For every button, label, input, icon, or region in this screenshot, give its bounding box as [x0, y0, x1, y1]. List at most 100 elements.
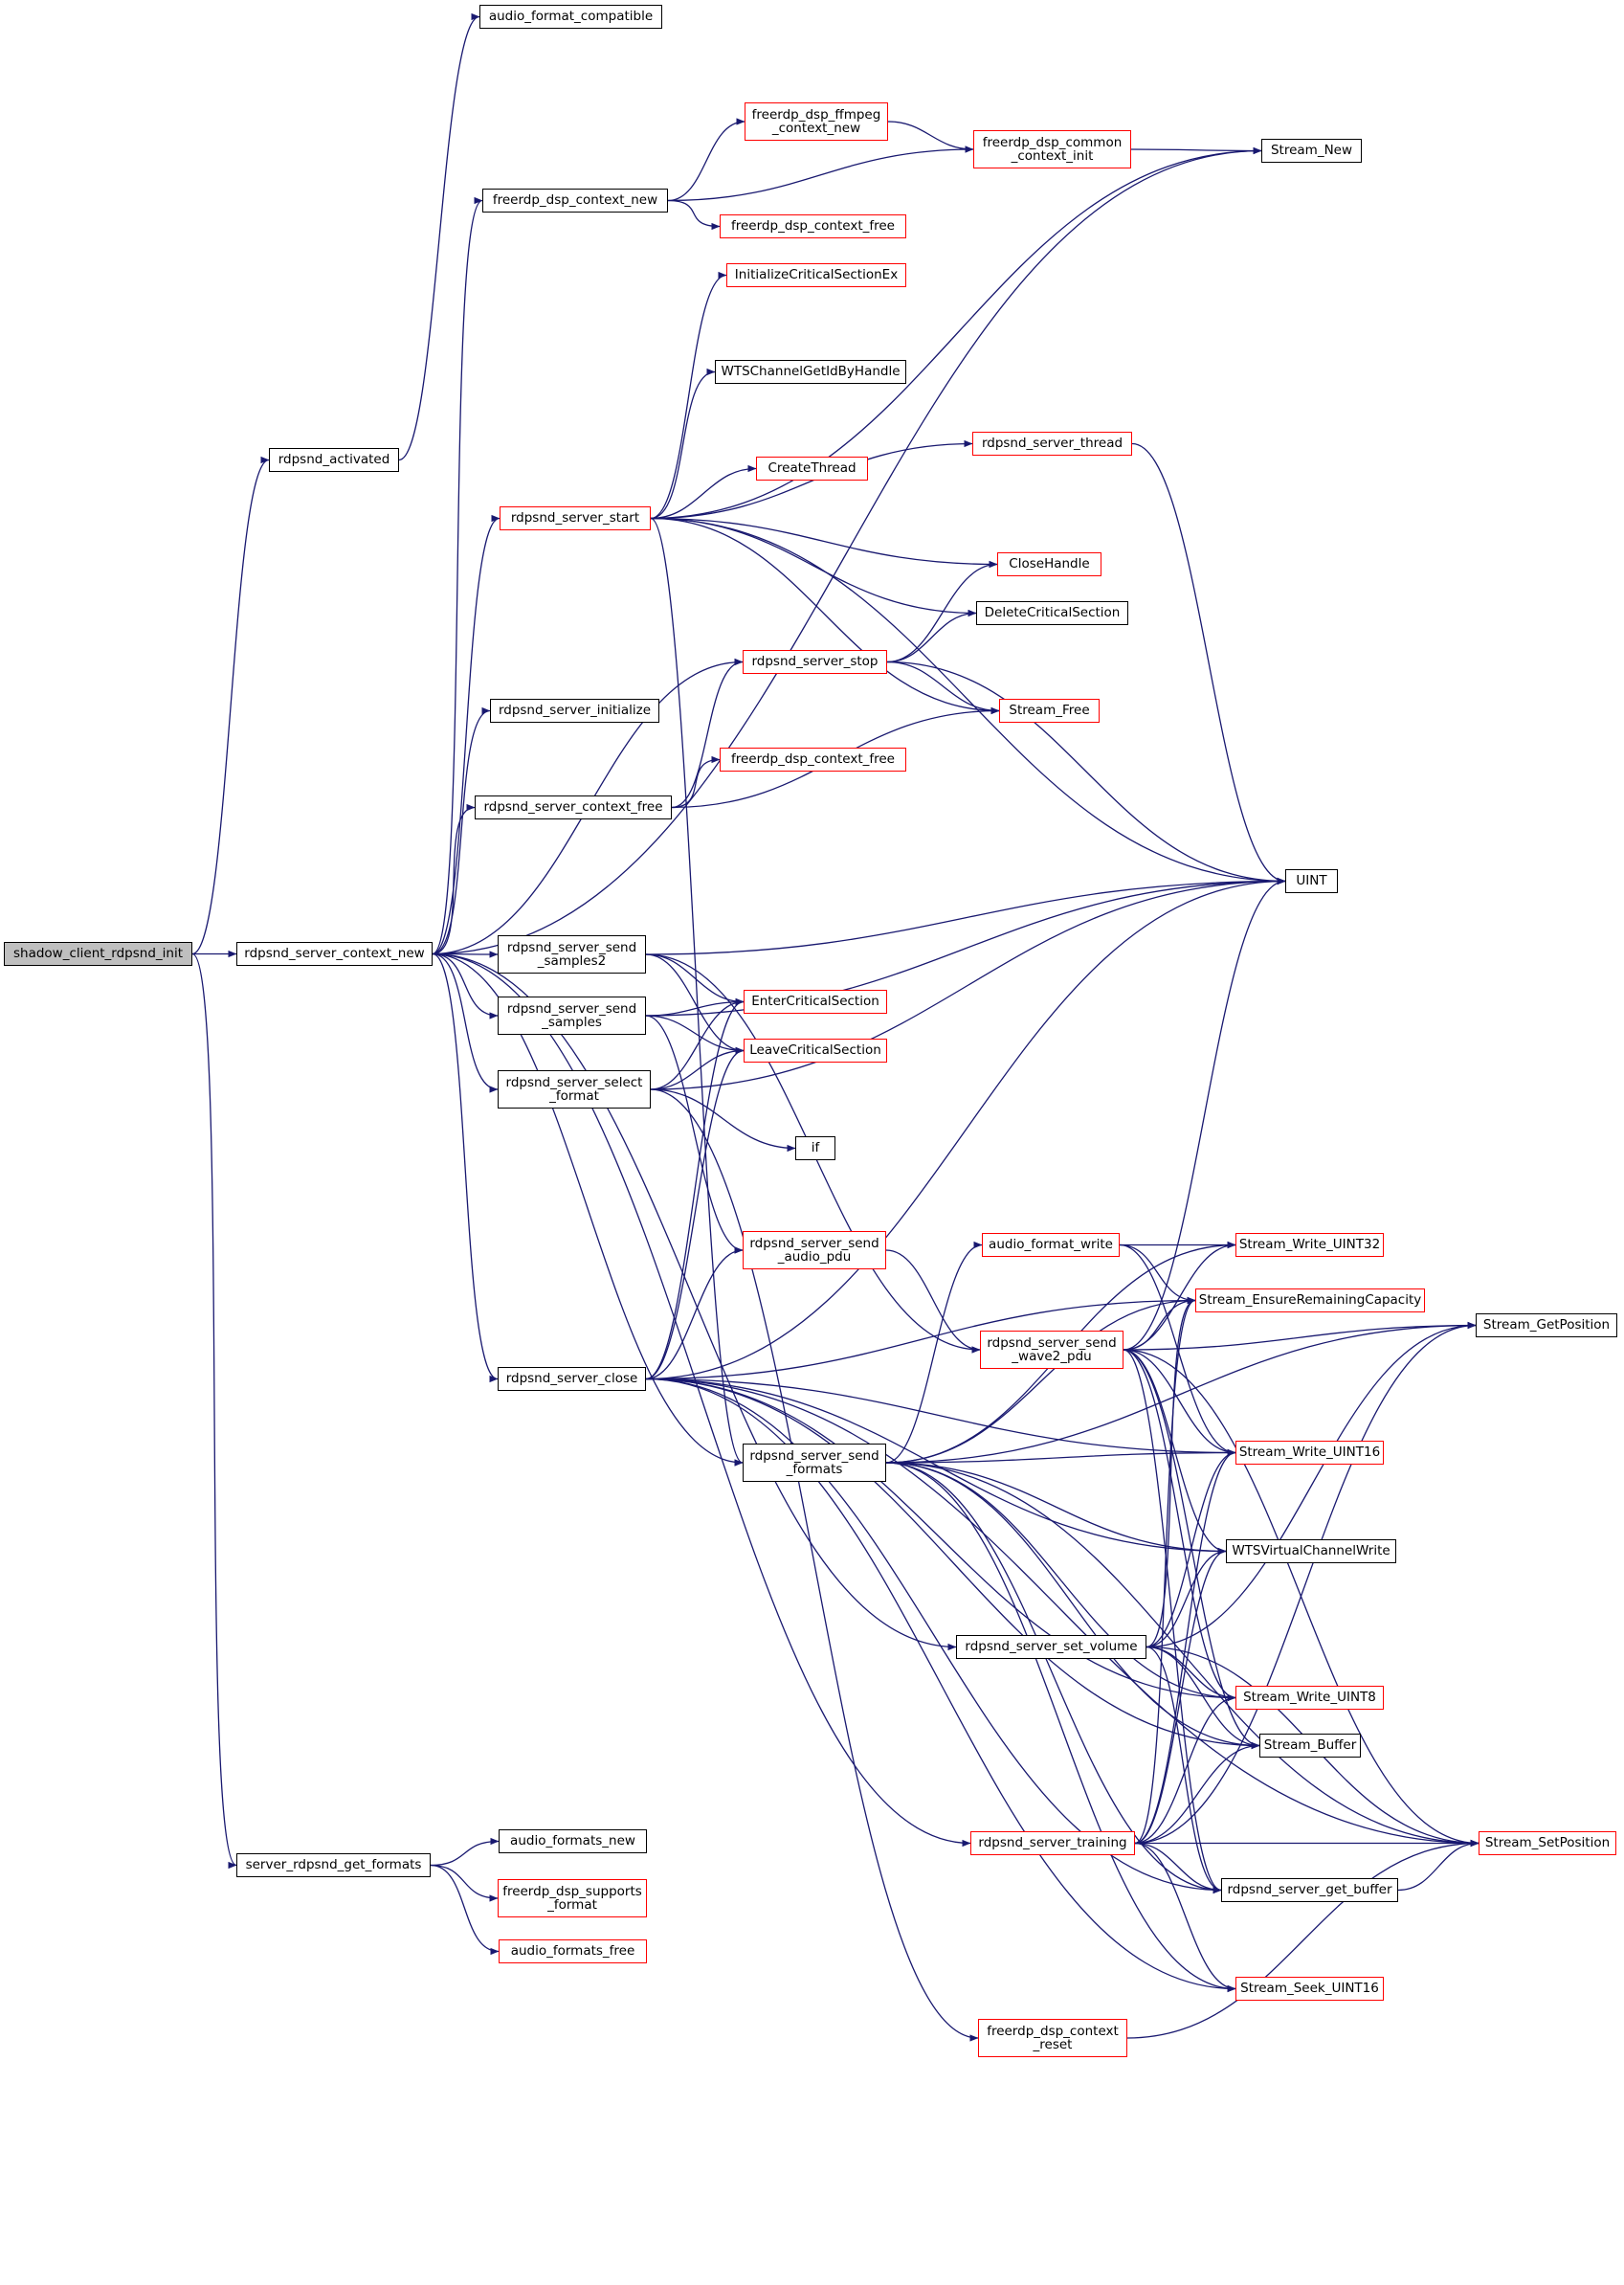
edge-send_samples2-to-enter_critical_section: [645, 953, 745, 1006]
node-rdpsnd-server-send-audio-pdu[interactable]: rdpsnd_server_send _audio_pdu: [743, 1231, 886, 1269]
node-rdpsnd-server-send-formats[interactable]: rdpsnd_server_send _formats: [743, 1444, 886, 1482]
node-delete-critical-section[interactable]: DeleteCriticalSection: [976, 601, 1128, 625]
node-label: DeleteCriticalSection: [984, 605, 1121, 621]
node-rdpsnd-server-context-new[interactable]: rdpsnd_server_context_new: [236, 942, 433, 966]
node-create-thread[interactable]: CreateThread: [756, 457, 868, 481]
node-label: rdpsnd_server_get_buffer: [1227, 1882, 1392, 1898]
node-label: rdpsnd_server_context_free: [483, 799, 663, 816]
node-close-handle[interactable]: CloseHandle: [997, 552, 1101, 576]
node-label: freerdp_dsp_context_free: [731, 751, 895, 768]
edge-server_context_free-to-dsp_context_free_b: [671, 755, 721, 809]
node-initialize-critical-section-ex[interactable]: InitializeCriticalSectionEx: [726, 263, 906, 287]
node-label: Stream_Seek_UINT16: [1240, 1981, 1379, 1997]
node-rdpsnd-server-initialize[interactable]: rdpsnd_server_initialize: [490, 699, 659, 723]
edge-send_formats-to-audio_format_write: [885, 1241, 983, 1464]
edge-send_formats-to-stream_write_uint16: [885, 1448, 1236, 1464]
node-rdpsnd-server-thread[interactable]: rdpsnd_server_thread: [972, 432, 1132, 456]
edge-server_close-to-uint: [645, 877, 1286, 1380]
node-audio-format-write[interactable]: audio_format_write: [982, 1233, 1120, 1257]
node-rdpsnd-server-get-buffer[interactable]: rdpsnd_server_get_buffer: [1221, 1878, 1398, 1902]
edge-select_format-to-if_node: [650, 1088, 796, 1153]
edge-select_format-to-uint: [650, 877, 1286, 1090]
node-stream-get-position[interactable]: Stream_GetPosition: [1476, 1313, 1617, 1337]
node-rdpsnd-server-context-free[interactable]: rdpsnd_server_context_free: [475, 795, 672, 819]
edge-server_context_free-to-server_stop: [671, 658, 744, 809]
edge-send_formats-to-stream_seek_uint16: [885, 1462, 1236, 1993]
node-stream-write-uint32[interactable]: Stream_Write_UINT32: [1235, 1233, 1384, 1257]
edge-send_wave2_pdu-to-stream_get_position: [1123, 1321, 1477, 1351]
edge-select_format-to-dsp_context_reset: [650, 1088, 979, 2042]
edge-server_close-to-get_buffer: [645, 1378, 1222, 1894]
edge-ffmpeg_context_new-to-dsp_common_context_init: [887, 121, 974, 153]
edge-server_context_new-to-server_close: [432, 952, 499, 1383]
node-audio-formats-free[interactable]: audio_formats_free: [499, 1939, 647, 1963]
node-rdpsnd-server-set-volume[interactable]: rdpsnd_server_set_volume: [956, 1635, 1146, 1659]
edge-send_audio_pdu-to-send_wave2_pdu: [885, 1249, 981, 1354]
edge-dsp_common_context_init-to-stream_new: [1130, 146, 1262, 155]
edge-server_start-to-stream_new: [650, 146, 1262, 520]
edge-server_close-to-stream_buffer: [645, 1378, 1260, 1750]
node-stream-new[interactable]: Stream_New: [1261, 139, 1362, 163]
node-label: rdpsnd_server_training: [978, 1835, 1127, 1851]
node-freerdp-dsp-common-context-init[interactable]: freerdp_dsp_common _context_init: [973, 130, 1131, 168]
node-label: Stream_Write_UINT16: [1238, 1445, 1381, 1461]
node-rdpsnd-server-training[interactable]: rdpsnd_server_training: [970, 1831, 1135, 1855]
node-label: freerdp_dsp_context_new: [492, 192, 658, 209]
node-freerdp-dsp-context-free[interactable]: freerdp_dsp_context_free: [720, 214, 906, 238]
node-stream-write-uint8[interactable]: Stream_Write_UINT8: [1235, 1686, 1384, 1710]
node-enter-critical-section[interactable]: EnterCriticalSection: [744, 990, 887, 1014]
node-stream-free[interactable]: Stream_Free: [999, 699, 1100, 723]
node-rdpsnd-server-select-format[interactable]: rdpsnd_server_select _format: [498, 1070, 651, 1109]
edge-server_training-to-stream_seek_uint16: [1134, 1842, 1236, 1993]
node-shadow-client-rdpsnd-init[interactable]: shadow_client_rdpsnd_init: [4, 942, 192, 966]
node-rdpsnd-server-start[interactable]: rdpsnd_server_start: [500, 506, 651, 530]
node-stream-ensure-remaining-capacity[interactable]: Stream_EnsureRemainingCapacity: [1195, 1288, 1425, 1312]
edge-server_stop-to-delete_critical_section: [886, 609, 977, 663]
node-label: EnterCriticalSection: [751, 994, 879, 1010]
node-stream-buffer[interactable]: Stream_Buffer: [1259, 1734, 1361, 1758]
node-freerdp-dsp-context-free[interactable]: freerdp_dsp_context_free: [720, 748, 906, 772]
node-rdpsnd-server-send-samples[interactable]: rdpsnd_server_send _samples: [498, 997, 646, 1035]
edge-server_rdpsnd_get_formats-to-dsp_supports_format: [430, 1864, 499, 1902]
edge-server_close-to-leave_critical_section: [645, 1046, 745, 1380]
edge-dsp_context_new-to-dsp_common_context_init: [667, 146, 974, 202]
node-freerdp-dsp-supports-format[interactable]: freerdp_dsp_supports _format: [498, 1879, 647, 1917]
edge-server_close-to-stream_write_uint8: [645, 1378, 1236, 1702]
node-label: rdpsnd_server_stop: [751, 654, 879, 670]
node-label: rdpsnd_server_send _wave2_pdu: [987, 1334, 1117, 1364]
node-stream-seek-uint16[interactable]: Stream_Seek_UINT16: [1235, 1977, 1384, 2001]
node-rdpsnd-server-close[interactable]: rdpsnd_server_close: [498, 1367, 646, 1391]
node-label: rdpsnd_server_send _samples2: [506, 939, 637, 969]
edge-server_training-to-wts_virtual_channel_write: [1134, 1547, 1227, 1845]
edge-server_context_new-to-send_formats: [432, 952, 744, 1467]
node-label: freerdp_dsp_common _context_init: [982, 134, 1123, 164]
node-wts-virtual-channel-write[interactable]: WTSVirtualChannelWrite: [1226, 1539, 1396, 1563]
edge-send_wave2_pdu-to-stream_write_uint16: [1123, 1349, 1236, 1457]
node-audio-format-compatible[interactable]: audio_format_compatible: [479, 5, 662, 29]
edge-send_wave2_pdu-to-uint: [1123, 877, 1286, 1351]
edge-send_formats-to-stream_set_position: [885, 1462, 1479, 1848]
node-audio-formats-new[interactable]: audio_formats_new: [499, 1829, 647, 1853]
node-rdpsnd-activated[interactable]: rdpsnd_activated: [269, 448, 399, 472]
node-freerdp-dsp-context-reset[interactable]: freerdp_dsp_context _reset: [978, 2019, 1127, 2057]
node-label: shadow_client_rdpsnd_init: [12, 946, 184, 962]
node-server-rdpsnd-get-formats[interactable]: server_rdpsnd_get_formats: [236, 1853, 431, 1877]
node-wts-channel-get-id-by-handle[interactable]: WTSChannelGetIdByHandle: [715, 360, 906, 384]
node-freerdp-dsp-context-new[interactable]: freerdp_dsp_context_new: [482, 189, 668, 213]
node-rdpsnd-server-stop[interactable]: rdpsnd_server_stop: [743, 650, 887, 674]
node-freerdp-dsp-ffmpeg-context-new[interactable]: freerdp_dsp_ffmpeg _context_new: [745, 102, 888, 141]
edge-server_training-to-stream_buffer: [1134, 1741, 1260, 1845]
edge-server_close-to-stream_seek_uint16: [645, 1378, 1236, 1993]
edge-send_wave2_pdu-to-stream_write_uint8: [1123, 1349, 1236, 1702]
node-if[interactable]: if: [795, 1136, 835, 1160]
node-uint[interactable]: UINT: [1285, 869, 1338, 893]
edge-server_start-to-wts_channel_get_id: [650, 368, 716, 520]
edge-audio_format_write-to-stream_ensure_remaining: [1119, 1243, 1196, 1305]
node-rdpsnd-server-send-wave2-pdu[interactable]: rdpsnd_server_send _wave2_pdu: [980, 1331, 1123, 1369]
edge-server_training-to-stream_ensure_remaining: [1134, 1297, 1196, 1845]
node-rdpsnd-server-send-samples2[interactable]: rdpsnd_server_send _samples2: [498, 935, 646, 974]
node-stream-set-position[interactable]: Stream_SetPosition: [1479, 1831, 1616, 1855]
node-leave-critical-section[interactable]: LeaveCriticalSection: [744, 1039, 887, 1063]
node-stream-write-uint16[interactable]: Stream_Write_UINT16: [1235, 1441, 1384, 1465]
edge-set_volume-to-stream_ensure_remaining: [1146, 1296, 1196, 1648]
